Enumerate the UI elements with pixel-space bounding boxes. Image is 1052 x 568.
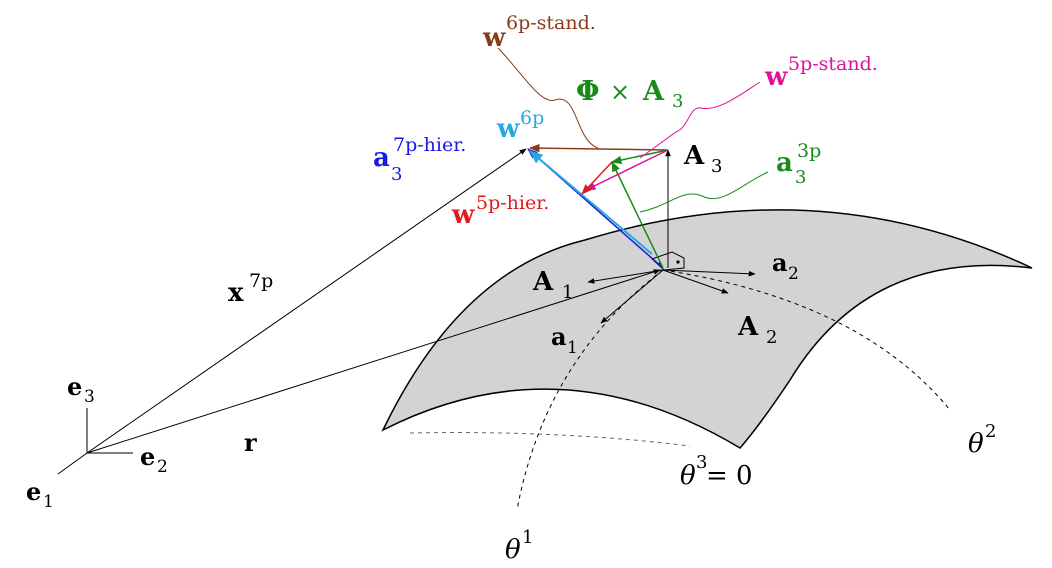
theta1-coordinate-line (516, 269, 664, 511)
svg-text:×: × (610, 78, 630, 106)
label-r: r (244, 428, 257, 457)
svg-text:A: A (737, 312, 759, 342)
svg-text:a: a (373, 143, 390, 173)
right-angle-dot-2 (676, 260, 680, 264)
svg-text:5p-stand.: 5p-stand. (788, 53, 878, 75)
shell-surface (381, 209, 1033, 449)
r-vector (86, 269, 661, 454)
right-angle-marker (651, 251, 685, 271)
label-w5p-hier: w 5p-hier. (451, 192, 549, 230)
A1-vector (587, 269, 664, 284)
svg-text:3: 3 (672, 91, 683, 112)
label-x7p: x 7p (228, 270, 273, 308)
svg-text:e: e (67, 372, 82, 401)
w6p-stand-leader (497, 47, 599, 149)
theta3-zero-edge-dashed (409, 432, 691, 447)
svg-text:1: 1 (567, 338, 578, 358)
svg-text:1: 1 (522, 527, 533, 548)
w6p-vector (528, 150, 653, 255)
svg-text:r: r (244, 428, 257, 457)
label-A3: A 3 (683, 141, 722, 177)
svg-text:x: x (228, 278, 244, 308)
w6p-stand-vector (528, 143, 669, 153)
svg-text:1: 1 (43, 492, 54, 512)
svg-text:w: w (764, 62, 788, 92)
svg-text:1: 1 (562, 282, 573, 303)
a1-vector (600, 269, 664, 324)
svg-text:2: 2 (788, 264, 799, 284)
svg-text:7p-hier.: 7p-hier. (393, 134, 466, 156)
label-a3-3p: a 3 3p (776, 140, 821, 188)
svg-text:Φ: Φ (576, 76, 600, 107)
svg-text:7p: 7p (249, 270, 273, 292)
phi-cross-A3-vector (610, 149, 669, 165)
svg-text:2: 2 (766, 327, 777, 348)
w5p-hier-vector (581, 161, 613, 195)
svg-text:5p-hier.: 5p-hier. (476, 192, 549, 214)
label-w6p: w 6p (496, 107, 544, 144)
svg-text:e: e (26, 477, 41, 506)
svg-text:3: 3 (711, 156, 722, 177)
svg-text:= 0: = 0 (706, 461, 753, 491)
label-e1: e 1 (26, 477, 54, 512)
label-phi-cross-A3: Φ × A 3 (576, 76, 683, 112)
label-w5p-stand: w 5p-stand. (764, 53, 878, 92)
svg-text:A: A (642, 76, 665, 107)
svg-text:w: w (496, 114, 520, 144)
label-w6p-stand: w 6p-stand. (482, 12, 596, 53)
label-a2: a 2 (772, 248, 799, 284)
label-e2: e 2 (140, 442, 168, 477)
svg-text:2: 2 (157, 457, 168, 477)
svg-text:θ: θ (968, 429, 984, 459)
w5p-stand-vector (585, 149, 669, 191)
svg-text:3: 3 (84, 387, 95, 407)
A2-vector (662, 269, 729, 294)
label-theta1: θ 1 (505, 527, 533, 565)
svg-text:2: 2 (985, 421, 996, 442)
a2-vector (662, 269, 756, 277)
w5p-stand-leader (639, 81, 761, 159)
svg-text:w: w (482, 23, 506, 53)
svg-text:θ: θ (680, 461, 696, 491)
svg-text:w: w (451, 200, 475, 230)
svg-text:6p-stand.: 6p-stand. (506, 12, 596, 34)
svg-text:A: A (683, 141, 705, 171)
svg-text:6p: 6p (520, 107, 544, 129)
a3-3p-leader (639, 171, 769, 213)
a3-3p-vector (611, 161, 664, 269)
theta2-coordinate-line (662, 269, 951, 411)
svg-text:3: 3 (795, 167, 806, 188)
svg-text:θ: θ (505, 535, 521, 565)
label-a1: a 1 (551, 322, 578, 358)
svg-text:a: a (551, 322, 567, 351)
label-theta2: θ 2 (968, 421, 996, 459)
label-theta3-zero: θ 3 = 0 (680, 452, 753, 491)
svg-text:3: 3 (696, 452, 707, 473)
label-e3: e 3 (67, 372, 95, 407)
svg-text:3: 3 (391, 164, 402, 185)
svg-text:A: A (532, 267, 554, 297)
svg-text:3p: 3p (797, 140, 821, 162)
label-A1: A 1 (532, 267, 573, 303)
e1-axis (57, 452, 88, 475)
svg-text:e: e (140, 442, 155, 471)
svg-text:a: a (772, 248, 788, 277)
label-a3-7p-hier: a 3 7p-hier. (373, 134, 466, 185)
label-A2: A 2 (737, 312, 777, 348)
svg-text:a: a (776, 148, 793, 178)
x7p-vector (86, 148, 527, 454)
